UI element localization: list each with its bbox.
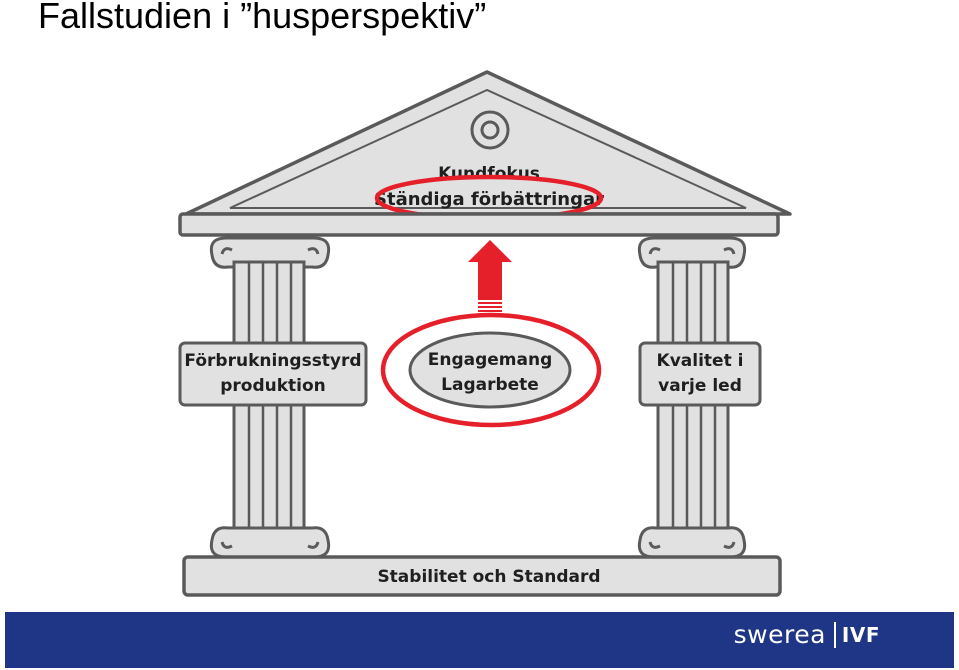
foundation-label: Stabilitet och Standard [377, 567, 600, 587]
lean-house-diagram: Kundfokus Ständiga förbättringar Förbruk… [178, 70, 792, 597]
logo-word: swerea [733, 620, 826, 649]
right-pillar-label-line2: varje led [658, 376, 742, 396]
footer-bar: swerea IVF [5, 612, 954, 668]
roof-label-kundfokus: Kundfokus [438, 164, 540, 184]
foundation: Stabilitet och Standard [182, 555, 782, 597]
center-label-line1: Engagemang [428, 350, 553, 370]
left-pillar-label-line2: produktion [220, 376, 326, 396]
beam [178, 212, 780, 237]
center-label-line2: Lagarbete [441, 375, 539, 395]
logo-suffix: IVF [841, 622, 880, 647]
center-ellipse [408, 331, 572, 409]
left-pillar-box [178, 341, 368, 407]
up-arrow-icon [468, 240, 512, 312]
logo-separator [833, 621, 836, 648]
center-element: Engagemang Lagarbete [380, 312, 602, 428]
right-pillar-label-line1: Kvalitet i [657, 351, 744, 371]
left-column: Förbrukningsstyrd produktion [178, 236, 368, 559]
roof-rosette-icon [470, 110, 510, 150]
center-highlight-circle [380, 312, 602, 428]
right-pillar-box [638, 341, 762, 407]
roof-label-standiga: Ständiga förbättringar [374, 189, 604, 210]
left-pillar-label-line1: Förbrukningsstyrd [184, 351, 361, 371]
swerea-ivf-logo: swerea IVF [734, 620, 880, 649]
roof: Kundfokus Ständiga förbättringar [184, 70, 792, 222]
right-column: Kvalitet i varje led [637, 236, 762, 559]
slide-title: Fallstudien i ”husperspektiv” [38, 0, 487, 36]
